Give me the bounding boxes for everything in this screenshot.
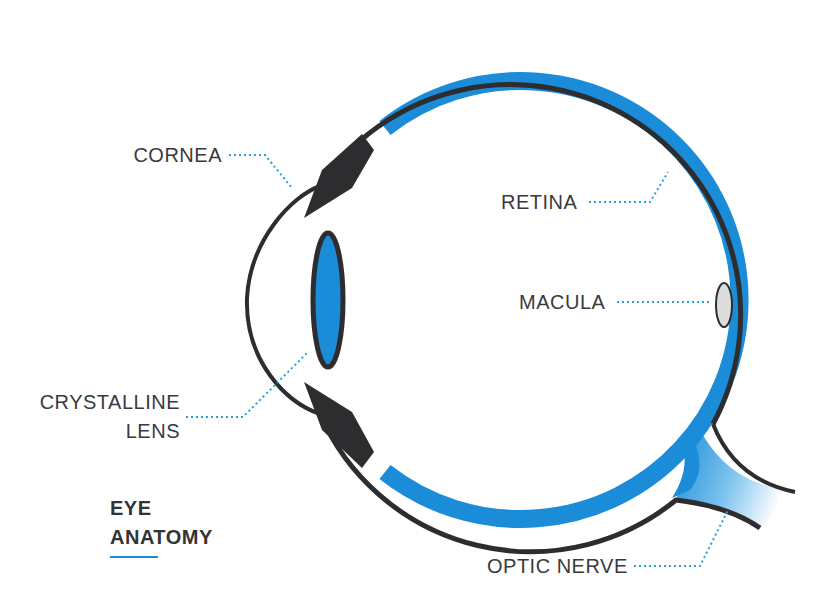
retina-thickening <box>672 430 699 498</box>
leader-line <box>229 155 292 188</box>
cornea-outline <box>247 186 320 414</box>
part-label: CRYSTALLINE LENS <box>30 388 180 446</box>
part-label: CORNEA <box>133 143 222 167</box>
part-label: MACULA <box>519 290 605 314</box>
retina-band <box>385 81 740 519</box>
leader-line <box>617 301 710 303</box>
part-label: RETINA <box>501 190 577 214</box>
lens-shape <box>313 233 343 367</box>
title-underline <box>110 556 158 558</box>
iris-wedge <box>304 382 374 468</box>
leader-line <box>589 172 668 202</box>
iris-wedge <box>304 134 374 218</box>
eye-outline <box>320 414 760 552</box>
eye-outline <box>320 85 741 424</box>
optic-nerve-edge <box>713 424 795 492</box>
macula-spot <box>716 283 732 327</box>
leader-line <box>186 352 308 417</box>
part-label: OPTIC NERVE <box>487 554 628 578</box>
leader-line <box>634 510 728 566</box>
diagram-title: EYE ANATOMY <box>110 494 220 552</box>
